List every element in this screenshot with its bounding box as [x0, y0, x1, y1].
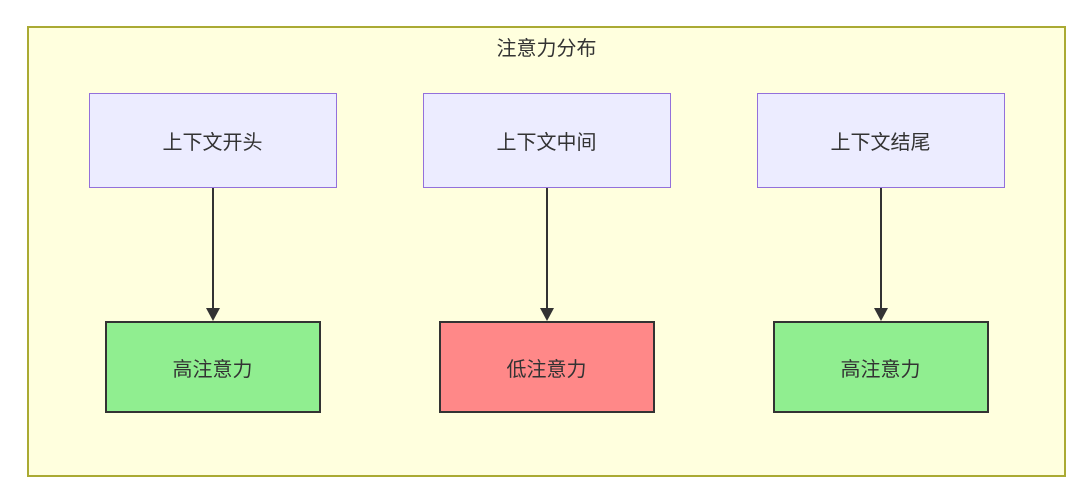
diagram-container: 注意力分布 上下文开头 高注意力 上下文中间 低注意力 上下文结尾 高注 — [27, 26, 1066, 477]
node-context-end: 上下文结尾 — [756, 93, 1005, 188]
node-context-middle: 上下文中间 — [422, 93, 671, 188]
arrow-head-icon — [539, 308, 554, 321]
arrow-line — [879, 188, 882, 308]
node-high-attention-1: 高注意力 — [104, 321, 321, 413]
node-high-attention-2: 高注意力 — [772, 321, 989, 413]
arrow-line — [545, 188, 548, 308]
diagram-title: 注意力分布 — [496, 38, 597, 60]
arrow-line — [211, 188, 214, 308]
arrow-head-icon — [873, 308, 888, 321]
arrow-start-to-high — [205, 188, 220, 321]
node-low-attention: 低注意力 — [438, 321, 655, 413]
flow-column-end: 上下文结尾 高注意力 — [756, 93, 1005, 413]
node-context-start: 上下文开头 — [88, 93, 337, 188]
arrow-middle-to-low — [539, 188, 554, 321]
flow-column-middle: 上下文中间 低注意力 — [422, 93, 671, 413]
flow-columns: 上下文开头 高注意力 上下文中间 低注意力 上下文结尾 高注意力 — [29, 93, 1064, 413]
flow-column-start: 上下文开头 高注意力 — [88, 93, 337, 413]
arrow-end-to-high — [873, 188, 888, 321]
arrow-head-icon — [205, 308, 220, 321]
